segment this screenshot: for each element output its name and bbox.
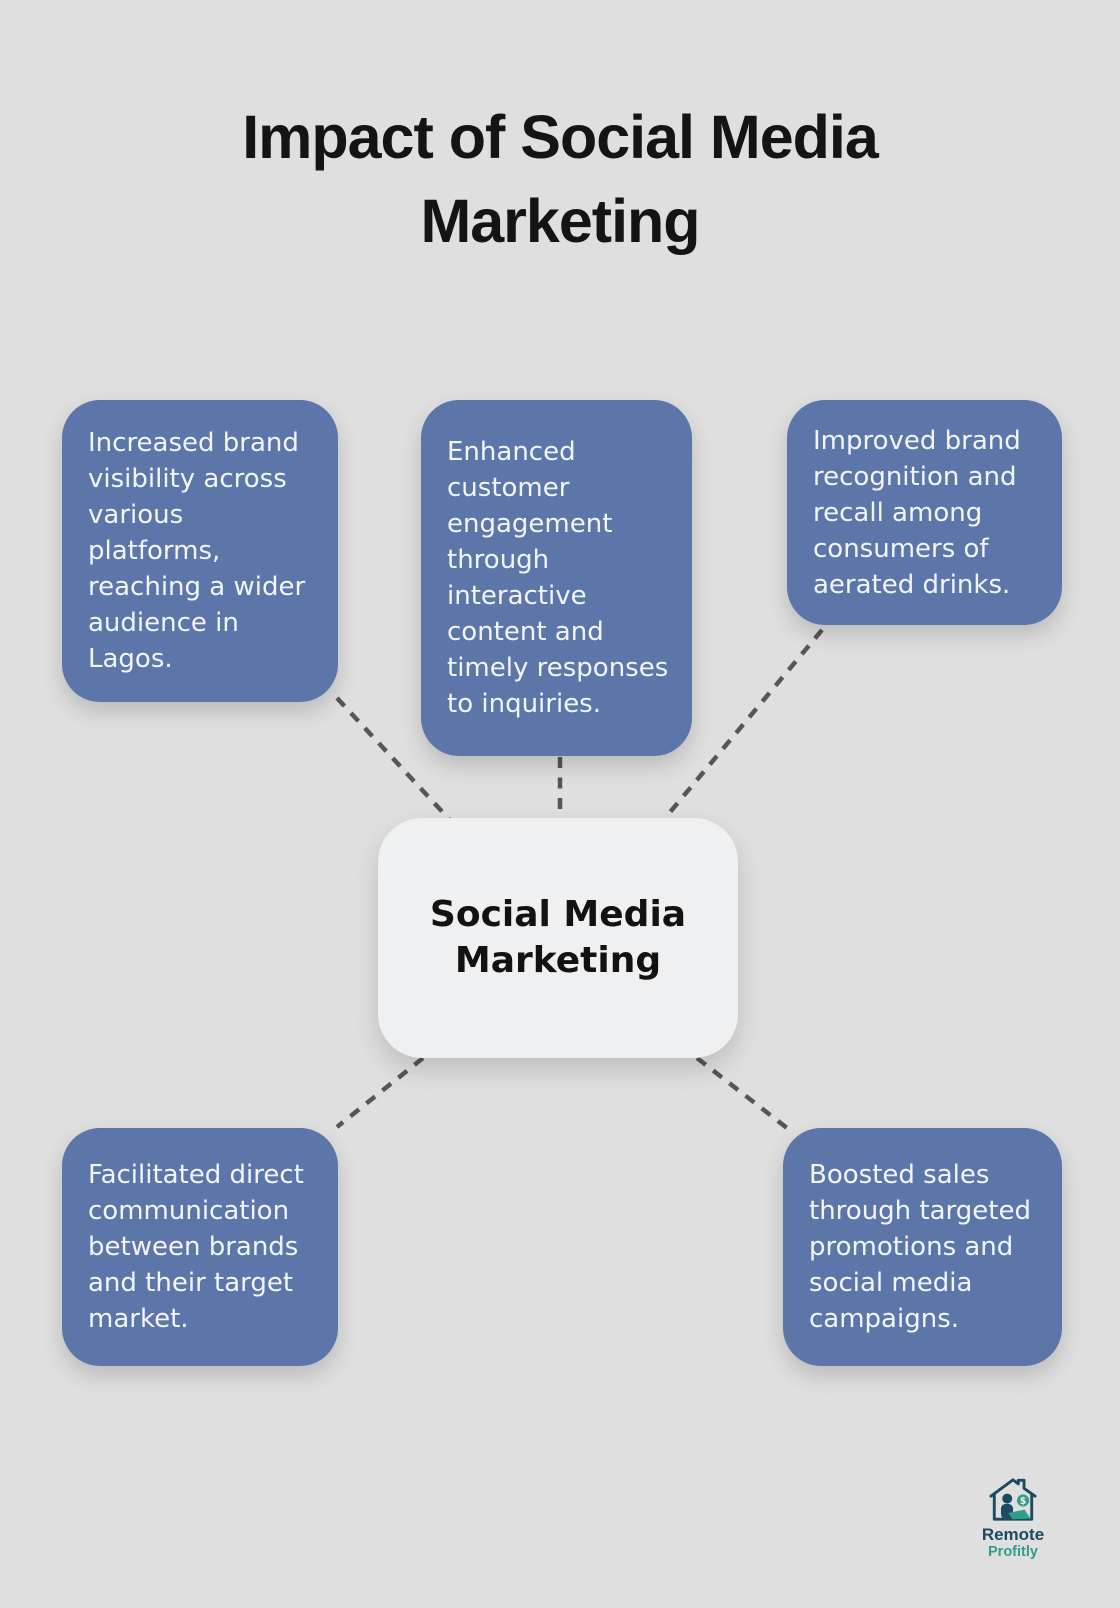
benefit-text: Facilitated direct communication between… [88, 1160, 304, 1334]
benefit-text: Improved brand recognition and recall am… [813, 425, 1021, 600]
benefit-node-direct-communication: Facilitated direct communication between… [62, 1128, 338, 1366]
logo-wordmark-remote: Remote [981, 1525, 1045, 1544]
page-title: Impact of Social Media Marketing [242, 103, 879, 255]
benefit-text: Enhanced customer engagement through int… [447, 437, 669, 719]
logo-wordmark-profitly: Profitly [988, 1544, 1038, 1560]
connector-top-left-line [335, 696, 451, 821]
dollar-badge [1017, 1494, 1030, 1507]
benefit-node-boosted-sales: Boosted sales through targeted promotion… [783, 1128, 1062, 1366]
central-topic-label: Social Media Marketing [429, 894, 687, 981]
connector-bottom-right-line [695, 1056, 789, 1130]
remote-work-house-icon: $ [989, 1478, 1037, 1521]
benefit-text: Increased brand visibility across variou… [88, 428, 306, 674]
benefit-node-customer-engagement: Enhanced customer engagement through int… [421, 400, 692, 756]
laptop [1008, 1509, 1031, 1520]
benefit-node-brand-recognition: Improved brand recognition and recall am… [787, 400, 1062, 625]
person-head [1002, 1493, 1013, 1504]
connector-bottom-left-line [335, 1056, 425, 1129]
benefit-text: Boosted sales through targeted promotion… [809, 1160, 1031, 1334]
benefit-node-brand-visibility: Increased brand visibility across variou… [62, 400, 338, 702]
dollar-sign: $ [1020, 1496, 1027, 1507]
brand-logo: $ Remote Profitly [971, 1476, 1055, 1560]
house-outline [989, 1478, 1037, 1498]
central-topic-node: Social Media Marketing [378, 818, 738, 1058]
house-walls [992, 1493, 1034, 1521]
